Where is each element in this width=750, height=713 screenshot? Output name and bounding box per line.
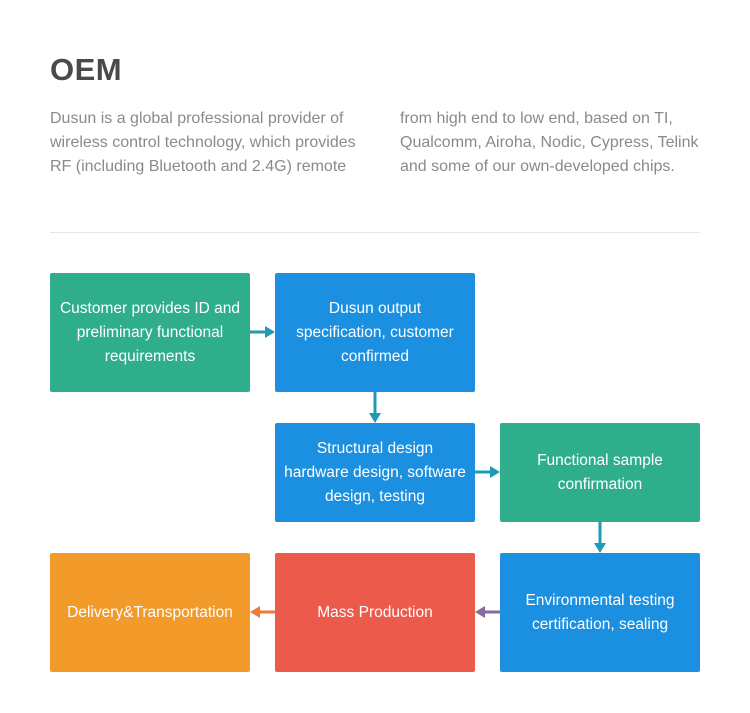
divider	[50, 232, 700, 233]
step-functional-sample: Functional sample confirmation	[500, 423, 700, 522]
step-label: Delivery&Transportation	[67, 603, 233, 621]
step-label: Functional sample confirmation	[537, 451, 663, 493]
step-structural-design: Structural design hardware design, softw…	[275, 423, 475, 522]
arrow-right-icon	[250, 326, 275, 338]
step-customer-provides-id: Customer provides ID and preliminary fun…	[50, 273, 250, 392]
step-mass-production: Mass Production	[275, 553, 475, 672]
arrow-right-icon	[475, 466, 500, 478]
intro-text-left: Dusun is a global professional provider …	[50, 110, 356, 175]
arrow-down-icon	[594, 522, 606, 553]
step-label: Customer provides ID and preliminary fun…	[59, 299, 241, 365]
step-environmental-testing: Environmental testing certification, sea…	[500, 553, 700, 672]
step-delivery-transportation: Delivery&Transportation	[50, 553, 250, 672]
step-label: Mass Production	[317, 603, 433, 621]
step-label: Structural design hardware design, softw…	[284, 439, 466, 505]
arrow-left-icon	[250, 606, 275, 618]
step-label: Dusun output specification, customer con…	[296, 299, 454, 365]
arrow-left-icon	[475, 606, 500, 618]
step-dusun-output-spec: Dusun output specification, customer con…	[275, 273, 475, 392]
step-label: Environmental testing certification, sea…	[525, 591, 675, 633]
arrow-down-icon	[369, 392, 381, 423]
intro-text-right: from high end to low end, based on TI, Q…	[400, 110, 699, 175]
page-title: OEM	[50, 52, 123, 87]
